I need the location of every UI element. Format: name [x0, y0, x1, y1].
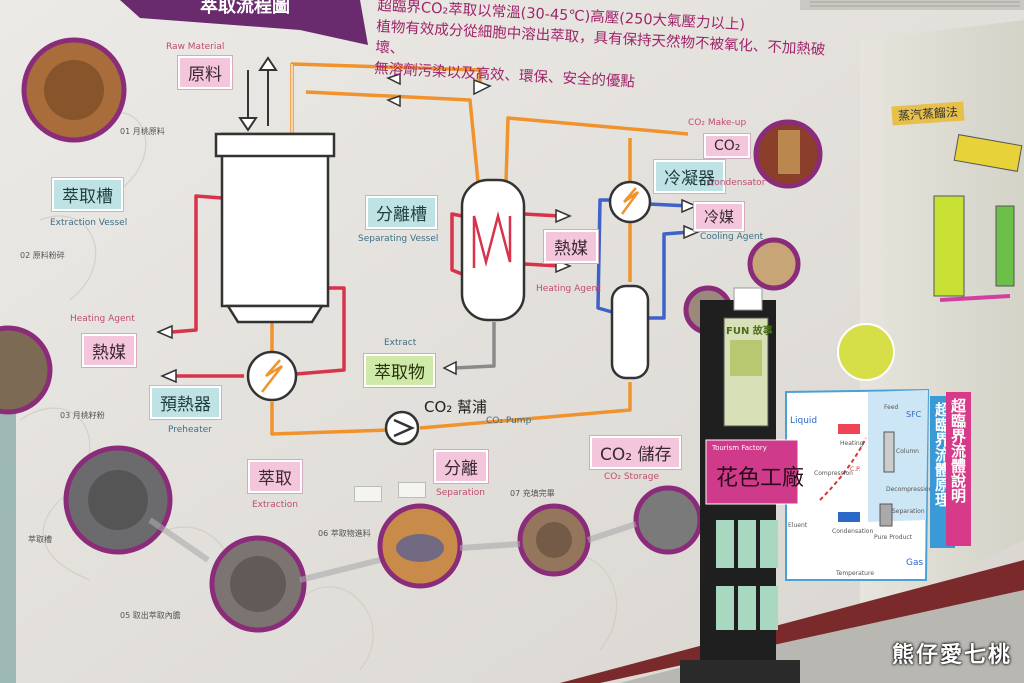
- watermark-text: 熊仔愛七桃: [891, 643, 1012, 668]
- caption-04: 萃取槽: [28, 535, 52, 544]
- kiosk-sign-text: 花色工廠: [716, 466, 805, 491]
- kiosk-sign-sub: Tourism Factory: [712, 444, 767, 452]
- heating-agent-mid-label: 熱媒: [544, 230, 598, 263]
- separation-step-en: Separation: [436, 488, 485, 498]
- co2-makeup-en: CO₂ Make-up: [688, 118, 747, 128]
- phase-separation: Separation: [892, 508, 925, 515]
- heating-agent-mid-en: Heating Agent: [536, 284, 601, 294]
- phase-heating: Heating: [840, 440, 864, 447]
- condenser-label: 冷凝器: [654, 160, 725, 193]
- phase-pure-product: Pure Product: [874, 534, 913, 541]
- phase-liquid: Liquid: [790, 416, 818, 426]
- heating-agent-left-label: 熱媒: [82, 334, 136, 367]
- separation-step-label: 分離: [434, 450, 488, 483]
- kiosk-screen-text: FUN 故事: [726, 326, 773, 337]
- phase-gas: Gas: [906, 558, 924, 568]
- preheater-label: 預熱器: [150, 386, 221, 419]
- co2-pump-en: CO₂ Pump: [486, 416, 532, 426]
- caption-02: 02 原料粉碎: [20, 251, 65, 260]
- vertical-title-explanation: 超臨界流體說明: [946, 392, 971, 546]
- phase-compression: Compression: [814, 470, 853, 477]
- phase-temperature: Temperature: [836, 570, 875, 577]
- phase-column: Column: [896, 448, 919, 455]
- extract-en: Extract: [384, 338, 417, 348]
- extraction-vessel-label: 萃取槽: [52, 178, 123, 211]
- extraction-step-label: 萃取: [248, 460, 302, 493]
- separating-vessel-label: 分離槽: [366, 196, 437, 229]
- caption-06: 06 萃取物進料: [318, 529, 371, 538]
- separating-vessel: [460, 178, 526, 322]
- caption-05: 05 取出萃取內膽: [120, 611, 181, 620]
- page-title: 萃取流程圖: [200, 0, 290, 17]
- co2-storage-label: CO₂ 儲存: [590, 436, 682, 469]
- top-banner: [120, 0, 368, 45]
- phase-feed: Feed: [884, 404, 899, 411]
- preheater-en: Preheater: [168, 425, 212, 435]
- extraction-vessel-en: Extraction Vessel: [50, 218, 128, 228]
- phase-cp: C.P.: [850, 466, 861, 473]
- condenser-en: Condensator: [708, 178, 766, 188]
- wall-outlet-2: [398, 482, 426, 498]
- extract-label: 萃取物: [364, 354, 435, 387]
- phase-decompression: Decompression: [886, 486, 933, 493]
- co2-storage-vessel: [610, 284, 650, 380]
- heating-agent-left-en: Heating Agent: [70, 314, 135, 324]
- extraction-step-en: Extraction: [252, 500, 298, 510]
- heat-exchangers: [246, 180, 652, 446]
- co2-pump-label: CO₂ 幫浦: [424, 398, 488, 416]
- wall-outlet-1: [354, 486, 382, 502]
- cooling-agent-en: Cooling Agent: [700, 232, 764, 242]
- raw-material-label: 原料: [178, 56, 232, 89]
- separating-vessel-en: Separating Vessel: [358, 234, 439, 244]
- phase-scf: SFC: [906, 410, 922, 419]
- co2-makeup-label: CO₂: [704, 134, 751, 158]
- phase-condensation: Condensation: [832, 528, 874, 535]
- caption-01: 01 月桃原料: [120, 127, 165, 136]
- co2-storage-en: CO₂ Storage: [604, 472, 660, 482]
- cooling-agent-label: 冷媒: [694, 202, 745, 231]
- phase-eluent: Eluent: [788, 522, 808, 529]
- extraction-vessel: [214, 132, 336, 324]
- floor-trim: [560, 560, 1024, 683]
- caption-03: 03 月桃籽粉: [60, 411, 105, 420]
- raw-material-en: Raw Material: [166, 42, 225, 52]
- caption-07: 07 充填完畢: [510, 489, 555, 498]
